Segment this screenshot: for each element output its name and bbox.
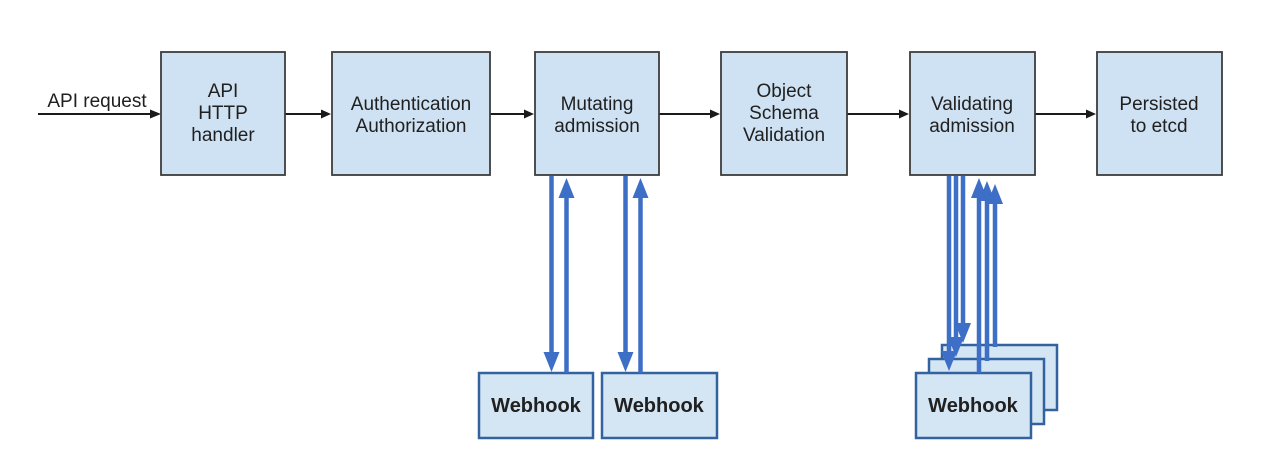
node-label-line: Mutating <box>561 94 634 115</box>
mutating-webhook-arrows <box>543 176 649 373</box>
node-label-line: admission <box>554 116 640 137</box>
node-mutating-admission: Mutating admission <box>534 51 660 176</box>
node-box <box>909 51 1036 176</box>
flow-arrow-head <box>524 109 534 119</box>
webhook-response-arrow <box>632 178 649 373</box>
api-request-label: API request <box>47 91 147 112</box>
webhook-response-arrow <box>979 181 995 361</box>
validating-webhook-front: Webhook <box>914 371 1033 440</box>
node-label-line: Persisted <box>1119 94 1198 115</box>
flow-arrow <box>847 109 909 119</box>
node-validating-admission: Validating admission <box>909 51 1036 176</box>
flow-arrow <box>1035 109 1096 119</box>
flow-arrow <box>285 109 331 119</box>
webhook-label: Webhook <box>491 395 582 417</box>
flow-connectors <box>285 109 1096 119</box>
node-box <box>1096 51 1223 176</box>
node-label-line: handler <box>191 125 255 146</box>
node-api-http-handler: API HTTP handler <box>160 51 286 176</box>
node-label-line: admission <box>929 116 1015 137</box>
webhook-response-arrow <box>558 178 575 373</box>
node-authentication-authorization: Authentication Authorization <box>331 51 491 176</box>
webhook-response-head <box>632 178 649 198</box>
flow-arrow-head <box>710 109 720 119</box>
mutating-webhook-1: Webhook <box>477 371 595 440</box>
node-label-line: Object <box>757 81 813 102</box>
node-box <box>331 51 491 176</box>
flow-arrow-head <box>899 109 909 119</box>
node-box <box>534 51 660 176</box>
webhook-request-arrow <box>941 176 957 371</box>
node-label-line: HTTP <box>198 103 248 124</box>
webhook-request-head <box>955 323 971 343</box>
node-persisted-to-etcd: Persisted to etcd <box>1096 51 1223 176</box>
webhook-request-arrow <box>543 176 560 372</box>
webhook-box <box>477 371 595 440</box>
mutating-webhook-2: Webhook <box>600 371 719 440</box>
node-label-line: Schema <box>749 103 819 124</box>
node-label-line: Authentication <box>351 94 471 115</box>
api-request-entry: API request <box>38 91 161 119</box>
webhook-request-head <box>941 351 957 371</box>
node-box <box>160 51 286 176</box>
node-label-line: Authorization <box>356 116 467 137</box>
webhook-request-arrow <box>955 176 971 343</box>
webhook-request-arrow <box>617 176 634 372</box>
api-request-arrow-head <box>150 109 161 119</box>
validating-webhook-arrows <box>941 176 1003 373</box>
flow-arrow <box>490 109 534 119</box>
node-label-line: Validation <box>743 125 825 146</box>
webhook-request-head <box>617 352 634 372</box>
webhook-label: Webhook <box>928 395 1019 417</box>
webhook-response-head <box>558 178 575 198</box>
node-label-line: Validating <box>931 94 1013 115</box>
webhook-response-head <box>987 184 1003 204</box>
node-object-schema-validation: Object Schema Validation <box>720 51 848 176</box>
webhook-request-arrow <box>948 176 964 357</box>
webhook-response-arrow <box>987 184 1003 347</box>
flow-arrow-head <box>321 109 331 119</box>
node-box <box>720 51 848 176</box>
webhook-label: Webhook <box>614 395 705 417</box>
flow-arrow <box>659 109 720 119</box>
webhook-box <box>600 371 719 440</box>
webhook-request-head <box>543 352 560 372</box>
webhook-request-head <box>948 337 964 357</box>
node-label-line: to etcd <box>1130 116 1187 137</box>
flow-arrow-head <box>1086 109 1096 119</box>
node-label-line: API <box>208 81 239 102</box>
webhook-box <box>914 371 1033 440</box>
